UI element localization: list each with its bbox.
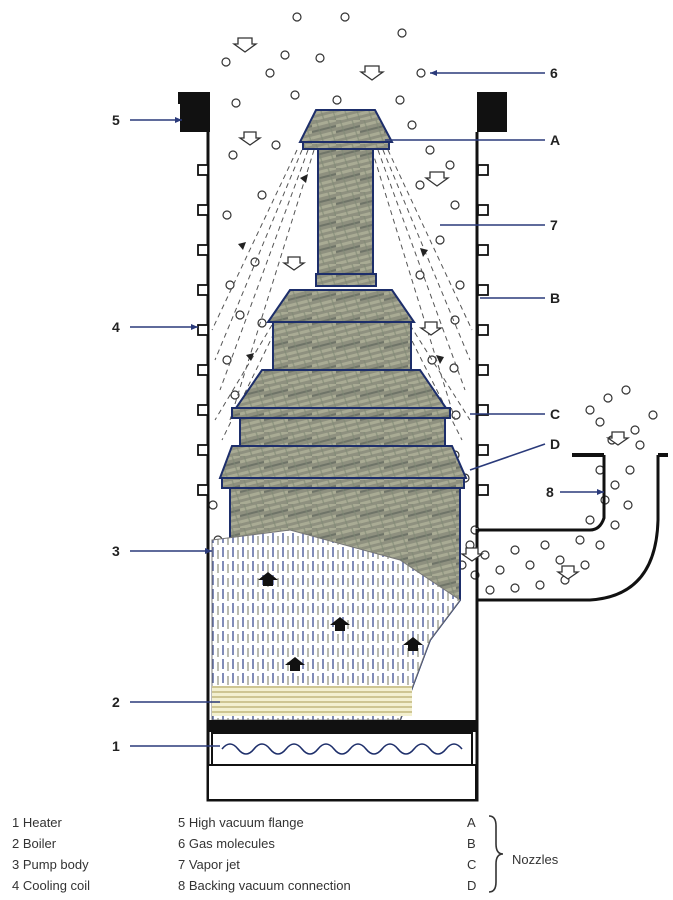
flow-arrows [232,37,631,580]
callout-5: 5 [112,112,120,128]
callout-1: 1 [112,738,120,754]
legend-item-pump-body: 3 Pump body [12,857,89,872]
callout-4: 4 [112,319,120,335]
legend-nozzle-b: B [467,836,476,851]
legend-item-cooling-coil: 4 Cooling coil [12,878,91,893]
legend-nozzle-d: D [467,878,477,893]
vapor-bubbles [258,572,423,671]
callout-B: B [550,290,560,306]
legend-item-boiler: 2 Boiler [12,836,57,851]
legend-nozzle-letters: A B C D [467,812,476,896]
callout-C: C [550,406,560,422]
vapor-jet [211,149,473,441]
pump-body [206,132,660,802]
legend-column-1: 1 Heater 2 Boiler 3 Pump body 4 Cooling … [12,812,90,896]
leader-lines [130,72,604,747]
vapor-molecules [238,174,444,364]
callout-A: A [550,132,560,148]
boiler [212,686,412,716]
callout-D: D [550,436,560,452]
heater [207,720,477,801]
callout-3: 3 [112,543,120,559]
callout-7: 7 [550,217,558,233]
legend-item-vapor-jet: 7 Vapor jet [178,857,240,872]
high-vacuum-flange [178,92,507,132]
legend-nozzle-c: C [467,857,477,872]
leader-arrowheads [175,70,604,554]
callout-8: 8 [546,484,554,500]
legend-item-backing-vacuum: 8 Backing vacuum connection [178,878,351,893]
cooling-coil [197,164,489,496]
nozzles-label: Nozzles [512,852,559,867]
legend-column-2: 5 High vacuum flange 6 Gas molecules 7 V… [178,812,351,896]
callout-6: 6 [550,65,558,81]
callout-2: 2 [112,694,120,710]
legend-nozzle-a: A [467,815,476,830]
brace-icon [488,815,504,893]
legend-item-heater: 1 Heater [12,815,62,830]
legend-item-gas-molecules: 6 Gas molecules [178,836,275,851]
legend-item-high-vacuum-flange: 5 High vacuum flange [178,815,304,830]
